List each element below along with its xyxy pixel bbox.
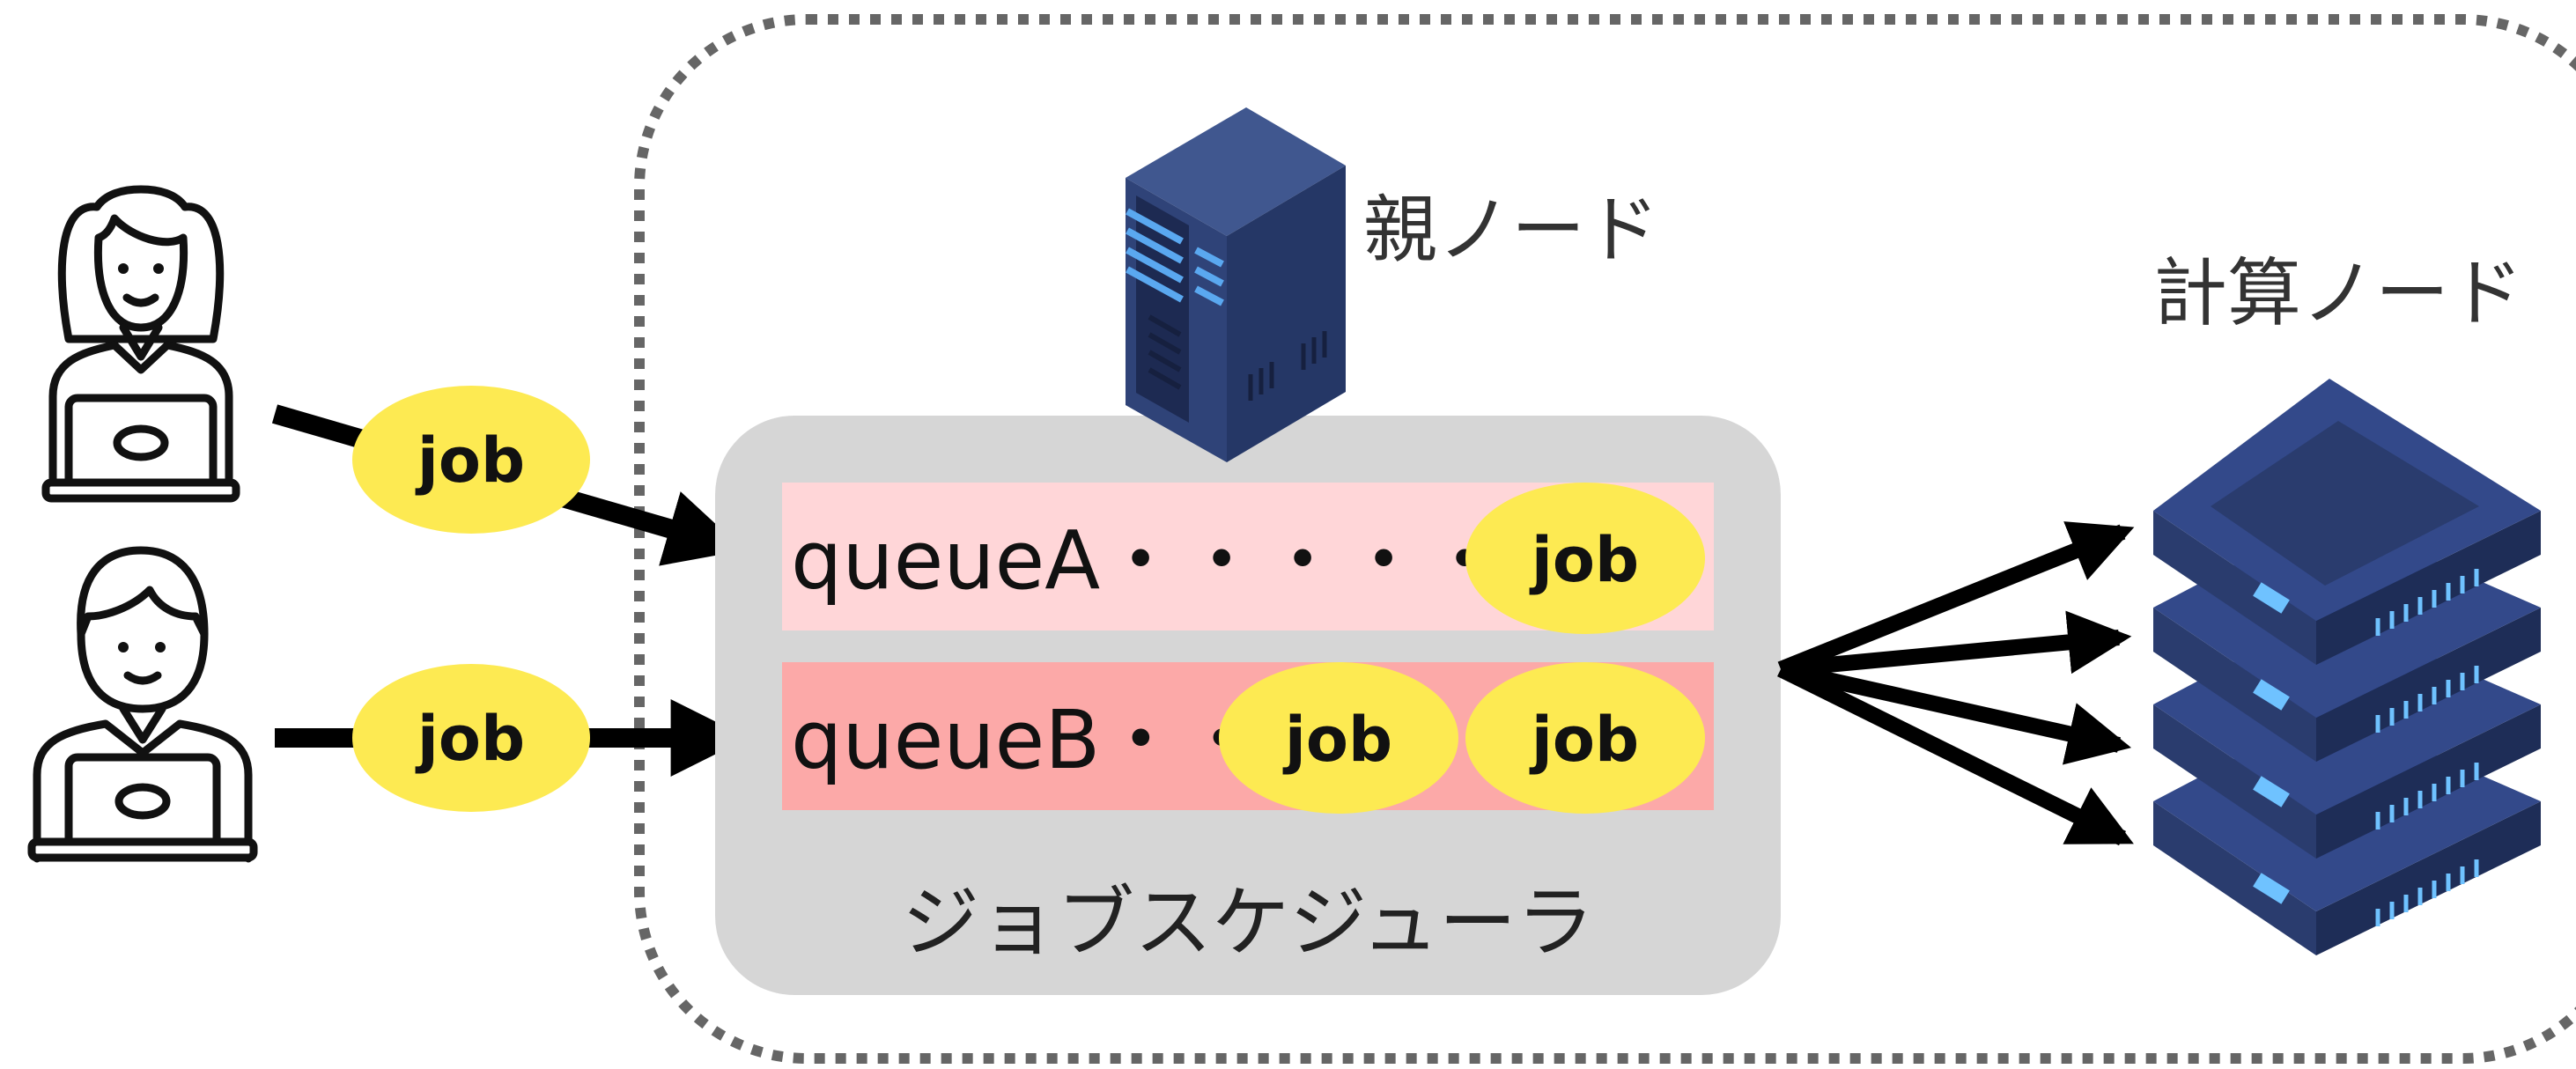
scheduler-label: ジョブスケジューラ — [902, 877, 1594, 968]
job-token-user2: job — [352, 664, 590, 812]
job-label: job — [415, 424, 525, 497]
tower-server-icon — [1126, 107, 1346, 462]
parent-node-label: 親ノード — [1363, 187, 1659, 273]
dispatch-arrow-2 — [1780, 610, 2132, 677]
job-label: job — [1282, 704, 1392, 776]
cluster-boundary — [634, 14, 2576, 1064]
dispatch-arrow-4 — [1777, 661, 2134, 846]
compute-node-label: 計算ノード — [2153, 250, 2523, 336]
dispatch-arrow-3 — [1779, 661, 2132, 765]
job-token-queueA: job — [1465, 483, 1705, 634]
job-label: job — [1529, 524, 1639, 596]
server-stack-icon — [2153, 379, 2541, 955]
job-token-user1: job — [352, 386, 590, 534]
job-label: job — [1529, 704, 1639, 776]
dispatch-arrow-1 — [1777, 521, 2135, 677]
dispatch-arrows — [1777, 521, 2135, 846]
job-token-queueB-1: job — [1219, 662, 1458, 814]
job-token-queueB-2: job — [1465, 662, 1705, 814]
user-female-laptop-icon — [41, 185, 240, 503]
queue-a-label: queueA・・・・・・ — [791, 513, 1586, 608]
job-label: job — [415, 703, 525, 775]
user-male-laptop-icon — [27, 546, 258, 863]
